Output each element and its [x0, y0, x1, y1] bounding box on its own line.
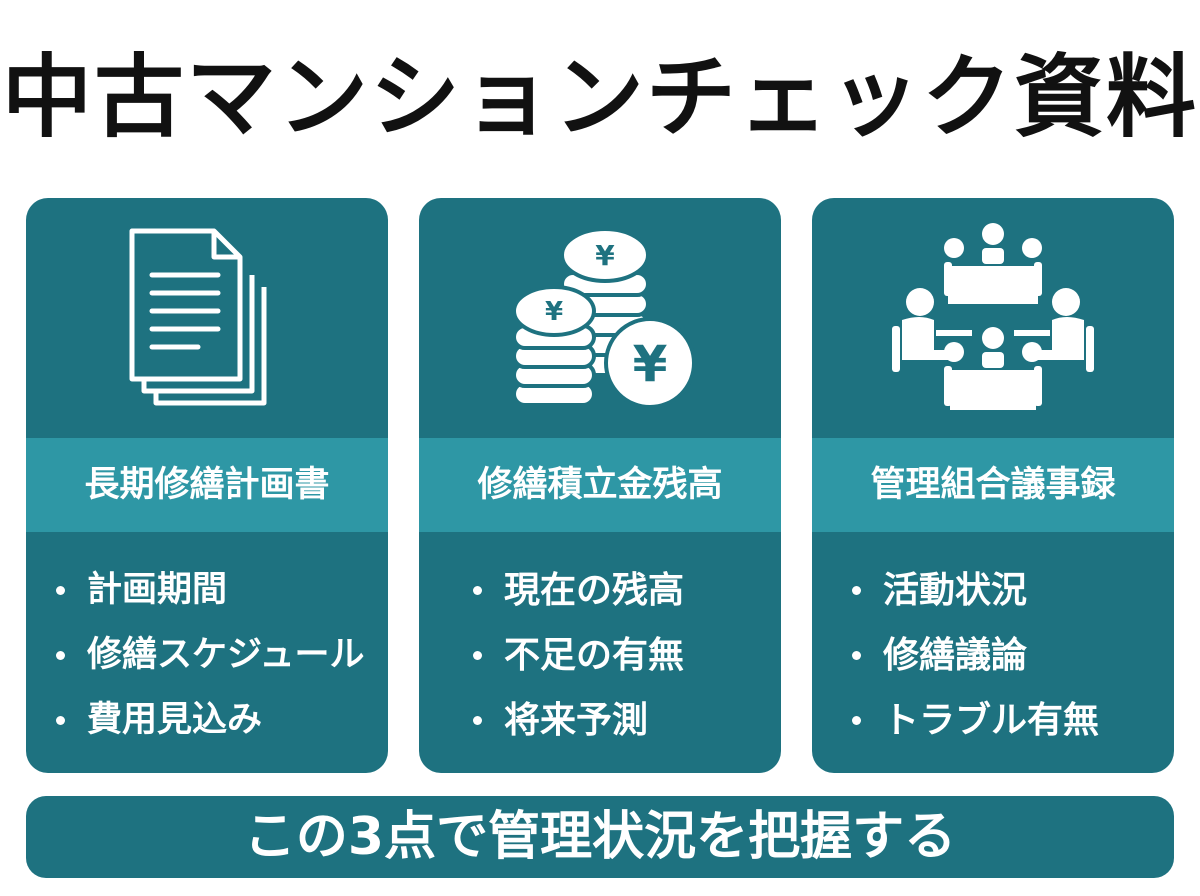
yen-coins-icon: ¥ ¥ ¥ [419, 198, 781, 438]
card-management-minutes: 管理組合議事録 活動状況 修繕議論 トラブル有無 [812, 198, 1174, 773]
bullet-dot [473, 651, 482, 660]
bullet-list: 活動状況 修繕議論 トラブル有無 [812, 558, 1174, 753]
bullet-dot [56, 716, 65, 725]
list-item: 不足の有無 [419, 623, 781, 688]
bullet-dot [852, 651, 861, 660]
footer-banner: この3点で管理状況を把握する [26, 796, 1174, 878]
bullet-list: 現在の残高 不足の有無 将来予測 [419, 558, 781, 753]
page-title: 中古マンションチェック資料 [2, 45, 1198, 150]
meeting-icon [812, 198, 1174, 438]
card-heading: 長期修繕計画書 [26, 438, 388, 532]
bullet-dot [852, 716, 861, 725]
bullet-dot [473, 586, 482, 595]
bullet-list: 計画期間 修繕スケジュール 費用見込み [26, 558, 388, 753]
bullet-dot [56, 586, 65, 595]
coin-symbol: ¥ [595, 239, 615, 272]
card-heading: 管理組合議事録 [812, 438, 1174, 532]
list-item: 活動状況 [812, 558, 1174, 623]
bullet-dot [473, 716, 482, 725]
bullet-dot [56, 651, 65, 660]
list-item: 修繕スケジュール [26, 623, 388, 688]
list-item: 修繕議論 [812, 623, 1174, 688]
card-repair-reserve-balance: ¥ ¥ ¥ 修繕積立金残高 現在の残高 不足の有無 将来予測 [419, 198, 781, 773]
card-long-term-repair-plan: 長期修繕計画書 計画期間 修繕スケジュール 費用見込み [26, 198, 388, 773]
list-item: 将来予測 [419, 688, 781, 753]
coin-symbol: ¥ [633, 335, 668, 393]
list-item: トラブル有無 [812, 688, 1174, 753]
list-item: 費用見込み [26, 688, 388, 753]
bullet-dot [852, 586, 861, 595]
card-heading: 修繕積立金残高 [419, 438, 781, 532]
document-stack-icon [26, 198, 388, 438]
list-item: 現在の残高 [419, 558, 781, 623]
coin-symbol: ¥ [545, 297, 563, 327]
list-item: 計画期間 [26, 558, 388, 623]
